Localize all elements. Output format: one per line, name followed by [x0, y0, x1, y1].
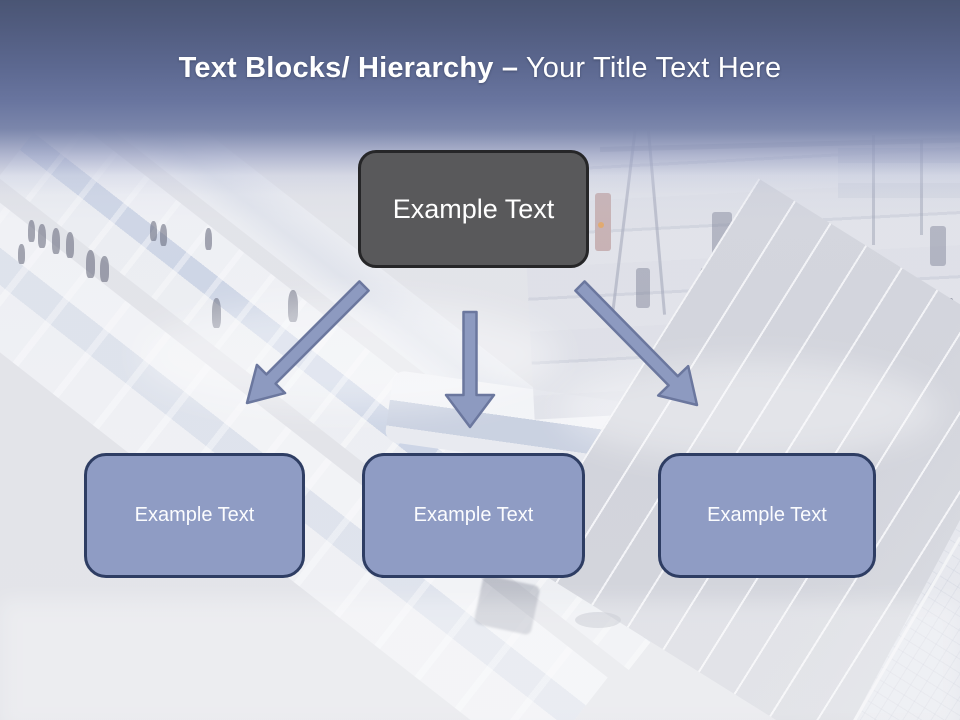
child-text-block-label: Example Text — [413, 504, 534, 526]
down-right-arrow — [574, 280, 699, 407]
root-text-block-label: Example Text — [392, 193, 555, 224]
slide-title: Text Blocks/ Hierarchy – Your Title Text… — [0, 52, 960, 85]
bg-light-smear — [633, 479, 659, 488]
bg-red-loco — [595, 193, 611, 251]
child-text-block-label: Example Text — [134, 504, 255, 526]
bg-fog — [560, 360, 940, 460]
bg-manhole — [575, 612, 621, 628]
child-text-block-2: Example Text — [362, 453, 585, 578]
bg-undercarriage — [473, 574, 541, 636]
bg-headlight — [598, 222, 604, 228]
child-text-block-label: Example Text — [707, 504, 827, 526]
bg-light-smear — [715, 432, 759, 445]
slide-title-rest: Your Title Text Here — [518, 52, 782, 84]
slide-title-emphasis: Text Blocks/ Hierarchy – — [178, 52, 519, 84]
child-text-block-1: Example Text — [84, 453, 305, 578]
bg-fog — [140, 300, 560, 410]
root-text-block: Example Text — [358, 150, 589, 268]
down-arrow — [444, 310, 496, 429]
child-text-block-3: Example Text — [658, 453, 876, 578]
bg-fog — [0, 600, 960, 720]
down-left-arrow — [245, 280, 370, 405]
